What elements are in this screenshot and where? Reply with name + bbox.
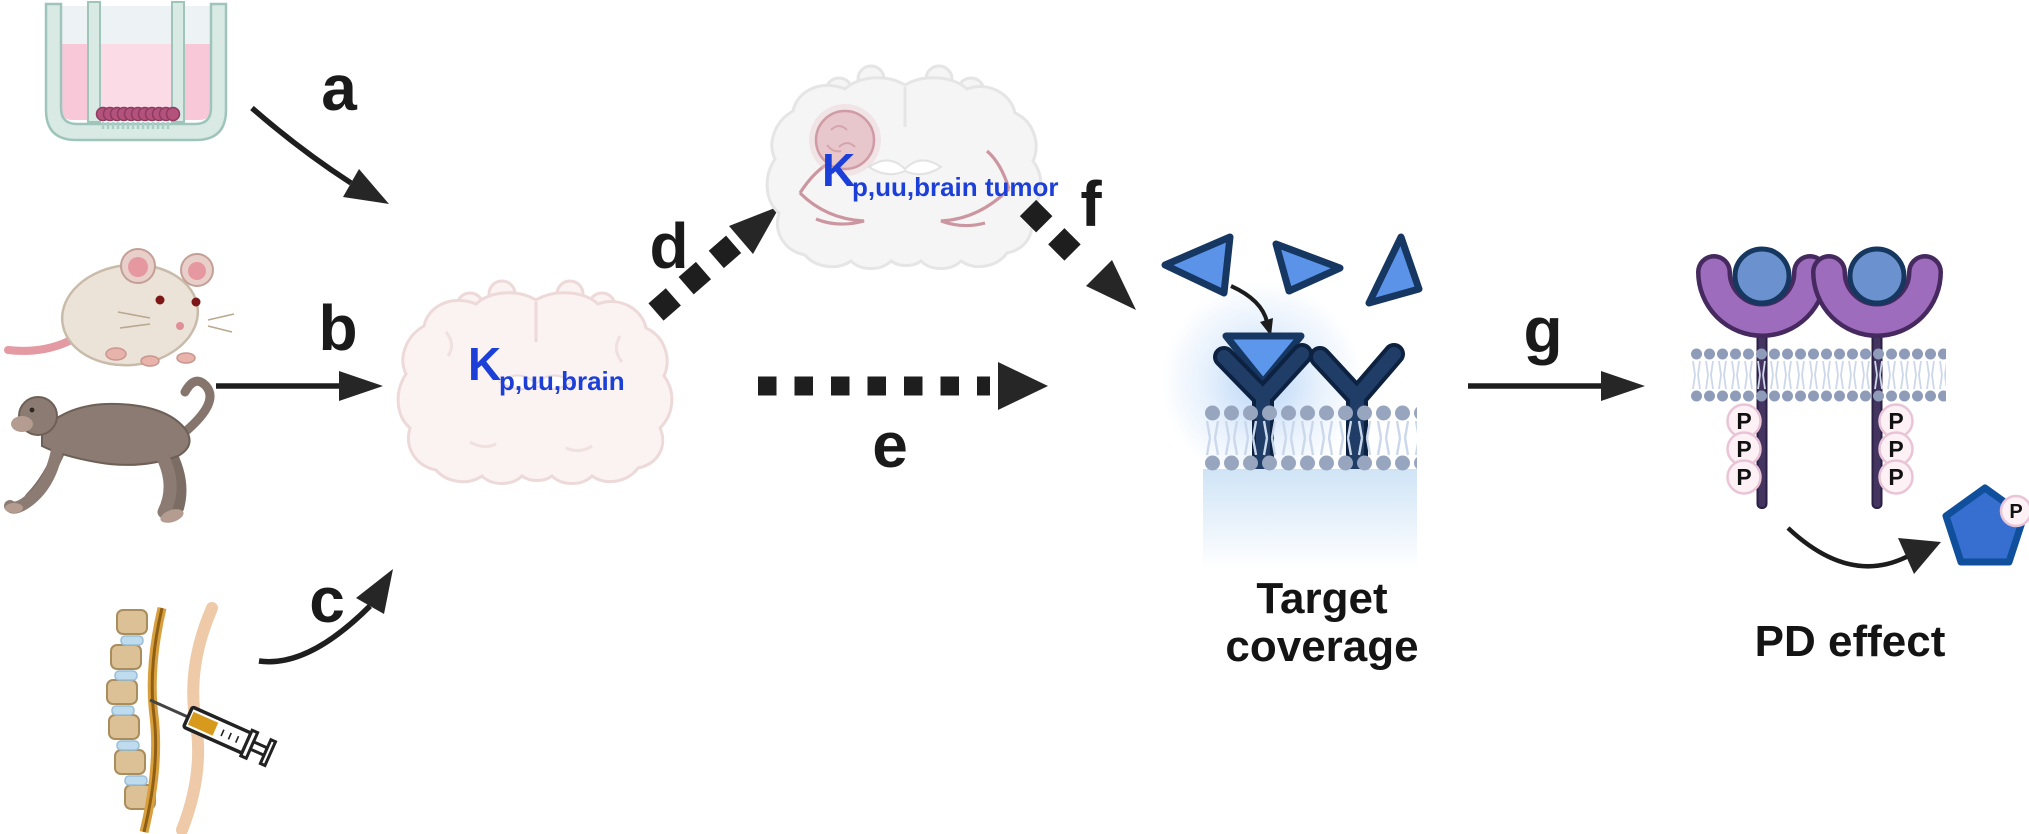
phosphate-label: P (1888, 436, 1903, 462)
step-label-b: b (318, 292, 357, 364)
monkey-hind-leg (153, 445, 177, 519)
spinal-cord-core (142, 607, 164, 833)
kp-brain-label: K (468, 338, 501, 390)
phosphate-label: P (1736, 464, 1751, 490)
coronal-brain-tumor-icon (765, 64, 1043, 270)
mouse-ear-left-inner (128, 257, 148, 277)
tumor-brain-ventricles (867, 159, 943, 176)
ligand-ball-left (1732, 246, 1792, 306)
syringe (182, 705, 278, 768)
mouse-eye-right (191, 297, 201, 307)
tumor-texture (826, 125, 856, 153)
step-label-c: c (309, 564, 345, 636)
syringe-needle (149, 698, 189, 719)
arrow-d-dashed (648, 206, 780, 321)
transwell-assay-icon (44, 1, 228, 142)
tumor-blood-vessels (798, 149, 1011, 228)
triangle-ligand-icon (1161, 233, 1423, 307)
phosphate-label: P (2009, 501, 2022, 523)
monkey-front-leg (4, 438, 64, 514)
transwell-air-space (61, 6, 211, 46)
brain-ventricles (498, 374, 574, 391)
kp-brain-tumor-subscript: p,uu,brain tumor (852, 172, 1059, 202)
receptor-cup-right (1815, 258, 1939, 334)
mouse-ear-right-inner (188, 262, 206, 280)
monkey-muzzle (11, 416, 33, 432)
transwell-outer-vessel (44, 2, 228, 142)
receptor-cup-left (1700, 258, 1824, 334)
free-ligand-1 (1161, 233, 1234, 297)
monkey-hand (5, 503, 23, 513)
kp-brain-tumor-label: K (822, 144, 855, 196)
phosphate-circle-icon: P P P P P P (1726, 403, 1914, 495)
mouse-paw (176, 352, 196, 364)
pd-effect-label: PD effect (1755, 617, 1946, 666)
mouse-paw (105, 347, 127, 361)
phosphate-label: P (1888, 464, 1903, 490)
step-label-g: g (1523, 294, 1562, 366)
transwell-membrane-pores (101, 122, 170, 129)
phosphate-circle-icon (1999, 494, 2029, 528)
lipid-bilayer-icon (1203, 405, 1417, 471)
mouse-eye-left (155, 295, 165, 305)
arrow-c (258, 569, 393, 665)
arrow-b (216, 371, 383, 401)
phosphate-label: P (1736, 408, 1751, 434)
free-ligand-3 (1365, 233, 1423, 307)
brain-gyri-lines (444, 331, 624, 453)
arrow-a (250, 105, 389, 204)
pentagon-effector-icon: P (1942, 484, 2029, 566)
mouse-whiskers (117, 311, 235, 333)
cup-receptor-icon (1690, 246, 1946, 509)
coronal-brain-icon (396, 279, 674, 485)
lipid-bilayer-icon (1690, 348, 1946, 402)
target-coverage-panel: Target coverage (1161, 233, 1423, 671)
kp-brain-subscript: p,uu,brain (499, 366, 625, 396)
target-coverage-line2: coverage (1225, 622, 1418, 671)
mouse-nose (176, 322, 184, 330)
ligand-ball-right (1847, 246, 1907, 306)
monkey-eye (29, 407, 35, 413)
binding-arrow (1230, 284, 1273, 336)
lumbar-puncture-syringe-icon (106, 602, 278, 834)
step-label-d: d (649, 210, 688, 282)
pd-effect-panel: P P P P P P P PD effect (1690, 246, 2029, 666)
free-ligand-2 (1272, 240, 1344, 295)
tumor-mass (814, 109, 876, 171)
signaling-arrow (1786, 526, 1941, 574)
transwell-insert-wall-left (87, 1, 101, 123)
transwell-cell-monolayer (95, 106, 181, 122)
arrow-g (1468, 371, 1645, 401)
phosphate-label: P (1888, 408, 1903, 434)
phosphate-label: P (1736, 436, 1751, 462)
arrow-f-dashed (1019, 199, 1136, 310)
spine-vertebrae (106, 609, 156, 810)
mouse-paw (140, 355, 160, 367)
cytoplasm-gradient (1203, 469, 1417, 569)
bound-ligand-triangle (1222, 332, 1305, 386)
transwell-insert-wall-right (171, 1, 185, 123)
mouse-icon (4, 248, 235, 367)
monkey-foot (160, 509, 184, 523)
arrow-e-dashed (758, 362, 1048, 410)
step-label-e: e (872, 409, 908, 481)
target-coverage-line1: Target (1256, 574, 1388, 623)
step-label-f: f (1080, 168, 1102, 240)
monkey-icon (4, 376, 215, 523)
monkey-tail (180, 376, 215, 437)
monkey-body (41, 402, 191, 466)
step-label-a: a (321, 52, 357, 124)
